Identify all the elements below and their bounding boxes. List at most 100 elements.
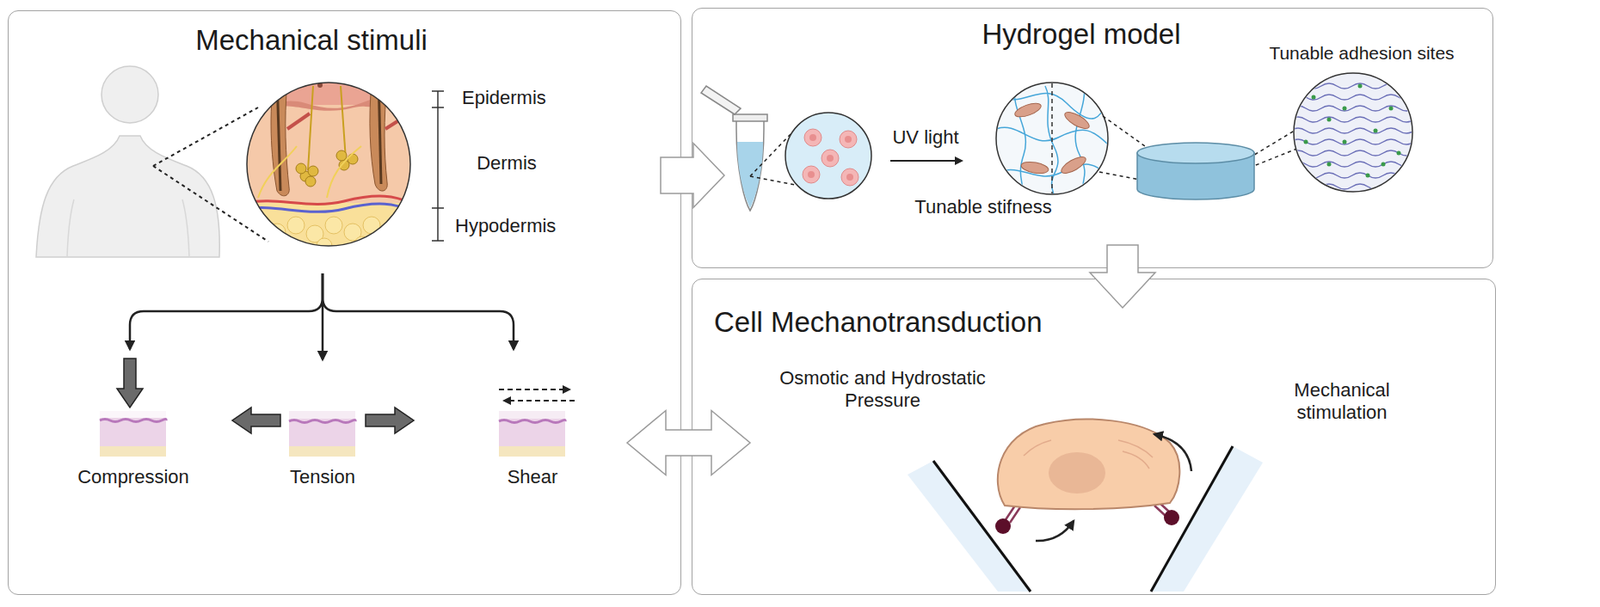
cell-suspension <box>802 166 820 184</box>
cell-suspension <box>841 168 859 186</box>
adhesion-network <box>1396 151 1402 156</box>
hydrogel-network <box>996 82 1108 195</box>
skin-block <box>99 411 167 457</box>
skin-cross-section <box>295 163 307 174</box>
skin-block <box>99 419 167 423</box>
adherent-cell <box>1163 510 1180 526</box>
adhesion-network <box>1389 106 1394 111</box>
stimulus-block: Shear <box>480 404 585 494</box>
skin-cross-section <box>246 75 411 255</box>
tension-arrows <box>232 407 281 434</box>
shear-arrows <box>498 389 575 401</box>
branch-arrows <box>129 273 514 360</box>
stimulus-block: Compression <box>70 404 197 494</box>
label-holder: Mechanical stimulation <box>1260 379 1424 425</box>
adhesion-network <box>1290 128 1415 134</box>
hydrogel-network <box>996 81 1110 198</box>
label-holder: Osmotic and Hydrostatic Pressure <box>749 367 1016 413</box>
adhesion-network <box>1290 94 1415 100</box>
skin-cross-section <box>246 203 411 255</box>
tube-icon <box>732 114 768 122</box>
adhesion-network <box>1381 162 1386 167</box>
hydrogel-network <box>1014 86 1026 198</box>
cell-suspension <box>809 134 817 142</box>
annotation-label: Tunable adhesion sites <box>1268 42 1454 64</box>
branch-arrows <box>129 273 323 350</box>
adhesion-network <box>1311 95 1317 100</box>
adherent-cell <box>1023 440 1153 469</box>
skin-cross-section <box>246 82 411 105</box>
adhesion-network <box>1293 73 1413 192</box>
adherent-cell <box>997 419 1181 511</box>
adhesion-network <box>1290 105 1415 111</box>
cell-suspension <box>844 135 852 143</box>
skin-cross-section <box>246 203 411 212</box>
skin-block <box>289 411 356 457</box>
cell-suspension <box>846 173 854 181</box>
hydrogel-network <box>1051 83 1053 194</box>
adherent-cell <box>1048 452 1106 494</box>
branch-arrows <box>321 273 325 360</box>
adhesion-network <box>1342 140 1348 145</box>
curved-arrows <box>1035 434 1192 542</box>
skin-cross-section <box>305 176 316 187</box>
skin-cross-section <box>307 166 319 177</box>
human-silhouette <box>36 66 220 258</box>
hydrogel-cylinder <box>1137 142 1255 164</box>
label-holder: Tunable stifness <box>914 196 1052 219</box>
tension-arrows <box>365 407 414 434</box>
cell-suspension <box>785 112 872 199</box>
adhesion-network <box>1304 84 1402 190</box>
adhesion-network <box>1290 83 1415 89</box>
layer-bracket <box>431 91 444 241</box>
cell-suspension <box>785 112 872 199</box>
skin-block <box>498 411 566 457</box>
block-arrow <box>627 411 751 476</box>
skin-cross-section <box>307 86 314 171</box>
skin-cross-section <box>352 82 357 87</box>
block-arrow <box>660 143 725 209</box>
adhesion-network <box>1290 150 1415 156</box>
adhesion-network <box>1290 73 1415 192</box>
label-holder: UV light <box>892 126 959 149</box>
skin-cross-section <box>258 146 362 198</box>
cell-suspension <box>821 149 839 167</box>
uv-arrow <box>890 160 962 162</box>
annotation-label: Hypodermis <box>455 215 556 238</box>
skin-block <box>498 411 566 457</box>
zoom-leader <box>750 176 796 185</box>
human-silhouette <box>101 66 159 124</box>
adhesion-network <box>1327 162 1332 167</box>
adhesion-network <box>1290 116 1415 123</box>
panel-heading: Mechanical stimuli <box>195 24 428 57</box>
curved-arrows <box>1035 521 1074 542</box>
stimulus-block: Tension <box>270 404 375 494</box>
compression-arrow <box>116 358 143 408</box>
skin-cross-section <box>249 216 267 234</box>
skin-block <box>498 446 566 457</box>
human-silhouette <box>67 199 190 258</box>
annotation-label: UV light <box>892 126 959 149</box>
annotation-label: Osmotic and Hydrostatic Pressure <box>749 367 1016 413</box>
skin-cross-section <box>325 216 343 234</box>
layer-bracket <box>436 91 439 241</box>
tube-icon <box>701 86 768 211</box>
stimulus-label: Tension <box>289 466 356 489</box>
tube-icon <box>737 141 764 209</box>
skin-cross-section <box>246 82 411 247</box>
adhesion-network <box>1290 83 1415 190</box>
adhesion-network <box>1358 84 1363 89</box>
skin-cross-section <box>336 150 347 161</box>
zoom-leader <box>153 107 259 167</box>
hydrogel-network <box>1020 160 1050 175</box>
skin-block <box>289 446 356 457</box>
skin-cross-section <box>276 75 281 191</box>
label-holder: Hypodermis <box>455 215 556 238</box>
skin-cross-section <box>287 216 305 234</box>
skin-block <box>498 411 566 419</box>
skin-block <box>289 411 356 457</box>
